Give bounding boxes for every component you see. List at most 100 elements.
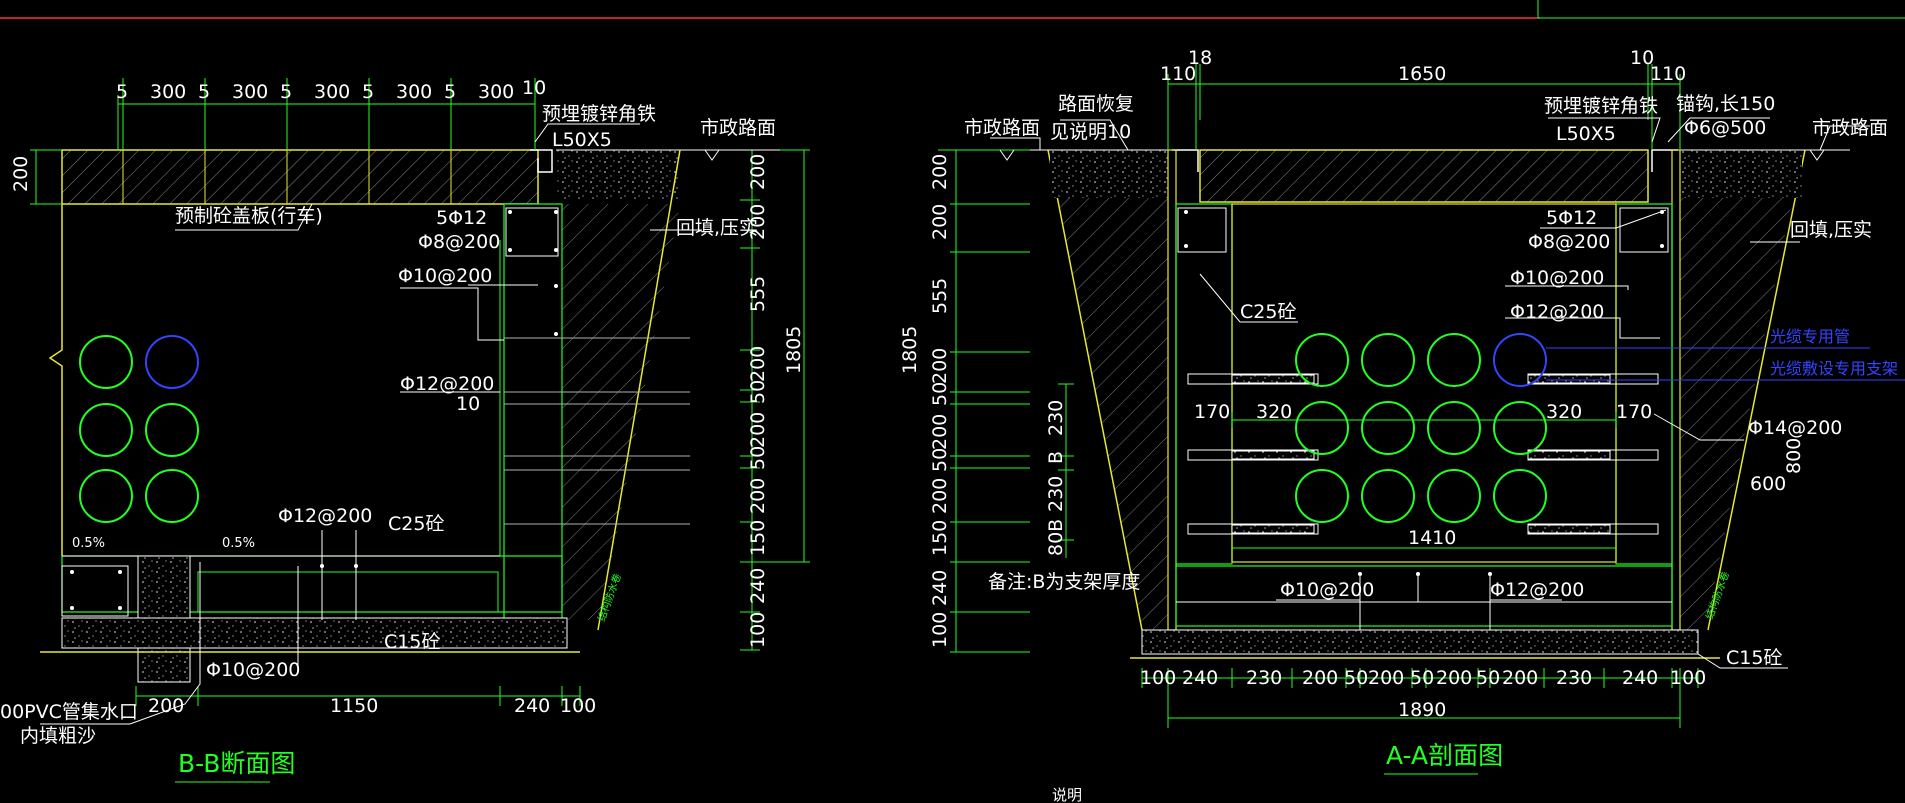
aa-left-dim-5: 50 [929,382,951,406]
bb-backfill-hatch [562,204,680,620]
aa-left-dim-3: 555 [929,278,951,314]
bb-c15-label: C15砼 [384,631,440,653]
bb-top-dim-7: 5 [362,81,374,103]
aa-left-dimension-labels: 200 200 555 200 50 200 50 200 150 240 10… [899,154,1067,648]
bb-top-dim-3: 5 [198,81,210,103]
bb-rebar12b-label: Φ12@200 [278,505,372,527]
aa-inner-dim-4: 170 [1616,401,1652,423]
aa-bottom-dim-6: 200 [1368,667,1404,689]
bb-right-dim-6: 200 [747,412,769,448]
aa-road-left-label: 市政路面 [964,117,1040,139]
bb-right-dim-10: 240 [747,568,769,604]
aa-bottom-dim-12: 240 [1622,667,1658,689]
aa-annotations: 市政路面 路面恢复 见说明10 预埋镀锌角铁 L50X5 锚钩,长150 Φ6@… [964,93,1898,669]
aa-inner-dim-3: 320 [1546,401,1582,423]
aa-fiber-label-2: 光缆敷设专用支架 [1770,359,1898,378]
bb-section-title: B-B断面图 [178,749,295,778]
bb-left-dim: 200 [10,156,32,192]
aa-rebar12-label: Φ12@200 [1510,301,1604,323]
bb-top-dim-5: 5 [280,81,292,103]
aa-road-right-label: 市政路面 [1812,117,1888,139]
bb-road-label: 市政路面 [700,117,776,139]
aa-bracket-dim-2: B [1045,451,1067,464]
aa-left-dim-6: 200 [929,414,951,450]
aa-dim-600: 600 [1750,473,1786,495]
aa-bottom-dim-3: 230 [1246,667,1282,689]
bb-rebar10b-label: Φ10@200 [206,659,300,681]
bb-slope-right: 0.5% [222,536,255,551]
aa-inner-dim-1: 170 [1194,401,1230,423]
bb-right-dim-11: 100 [747,612,769,648]
aa-cable-brackets [1187,373,1659,535]
bb-stirrup-label: Φ8@200 [418,231,500,253]
aa-concrete-label: C25砼 [1240,301,1296,323]
bb-concrete-label: C25砼 [388,513,444,535]
bb-top-dimension-labels: 5 300 5 300 5 300 5 300 5 300 10 [116,77,546,103]
bb-rebar12-label: Φ12@200 [400,373,494,395]
aa-bottom-dimension-labels: 100 240 230 200 50 200 50 200 50 200 230… [1140,401,1706,721]
aa-angle-iron-label-1: 预埋镀锌角铁 [1544,95,1658,117]
bb-pipe-5 [79,469,133,523]
bb-right-dim-4: 200 [747,346,769,382]
drawing-frame [0,0,1905,19]
bb-angle-iron [530,149,553,173]
bb-cover-label: 预制砼盖板(行车) [175,205,323,227]
bb-cover-slab [61,149,539,205]
aa-bottom-dim-2: 240 [1182,667,1218,689]
aa-c15-label: C15砼 [1726,647,1782,669]
bb-top-dim-6: 300 [314,81,350,103]
aa-bracket-dim-1: 230 [1045,400,1067,436]
aa-rebar12b-label: Φ12@200 [1490,579,1584,601]
bb-bottom-dim-3: 240 [514,695,550,717]
bb-right-dim-2: 200 [747,204,769,240]
bb-right-dim-8: 200 [747,478,769,514]
aa-repair-label-1: 路面恢复 [1058,93,1134,115]
bb-rebar10-label: Φ10@200 [398,265,492,287]
aa-dim-800: 800 [1783,438,1805,474]
bb-angle-iron-label-2: L50X5 [552,129,612,151]
aa-note: 备注:B为支架厚度 [988,571,1140,593]
aa-left-soil [1048,150,1168,630]
aa-bottom-dim-5: 50 [1344,667,1368,689]
aa-bottom-dim-8: 200 [1436,667,1472,689]
bb-floor-slab [61,555,563,613]
aa-anchor-label-2: Φ6@500 [1684,117,1766,139]
aa-cable-pipes [1295,333,1547,523]
bb-top-dim-4: 300 [232,81,268,103]
bb-annotations: 预埋镀锌角铁 L50X5 市政路面 预制砼盖板(行车) 5Φ12 Φ8@200 … [0,103,776,747]
bb-top-dim-8: 300 [396,81,432,103]
bb-bottom-dim-1: 200 [148,695,184,717]
aa-floor-slab [1175,565,1673,627]
aa-top-dimension-labels: 110 18 1650 10 110 [1160,47,1686,85]
bb-bottom-dimension-labels: 200 1150 240 100 [148,695,596,717]
bb-right-dimension-labels: 200 200 555 200 50 200 50 200 150 240 10… [747,154,805,648]
bb-pipe-4 [145,403,199,457]
aa-bottom-dim-4: 200 [1302,667,1338,689]
aa-fiber-label-1: 光缆专用管 [1770,327,1850,346]
bb-ten-label: 10 [456,393,480,415]
bb-right-dim-9: 150 [747,520,769,556]
aa-top-dim-3: 1650 [1398,63,1446,85]
footer-text: 说明 [1052,786,1082,803]
aa-repair-label-2: 见说明10 [1050,121,1131,143]
aa-section: 110 18 1650 10 110 200 200 555 200 50 20… [899,47,1905,775]
aa-left-dim-2: 200 [929,204,951,240]
aa-bottom-dim-13: 100 [1670,667,1706,689]
aa-left-dim-4: 200 [929,348,951,384]
aa-inner-dim-2: 320 [1256,401,1292,423]
aa-left-dim-1: 200 [929,154,951,190]
aa-bottom-dim-10: 200 [1502,667,1538,689]
bb-right-dim-7: 50 [747,446,769,470]
aa-anchor-label-1: 锚钩,长150 [1676,93,1775,115]
bb-pvc-label-2: 内填粗沙 [20,725,96,747]
aa-left-dim-11: 100 [929,612,951,648]
aa-top-dim-2: 18 [1188,47,1212,69]
bb-backfill-label: 回填,压实 [676,217,758,239]
aa-bottom-total: 1890 [1398,699,1446,721]
bb-pvc-label-1: 00PVC管集水口 [0,701,138,723]
bb-total-dim: 1805 [783,326,805,374]
aa-bars-label: 5Φ12 [1546,207,1597,229]
bb-bottom-dim-2: 1150 [330,695,378,717]
aa-c15-base [1141,629,1699,655]
